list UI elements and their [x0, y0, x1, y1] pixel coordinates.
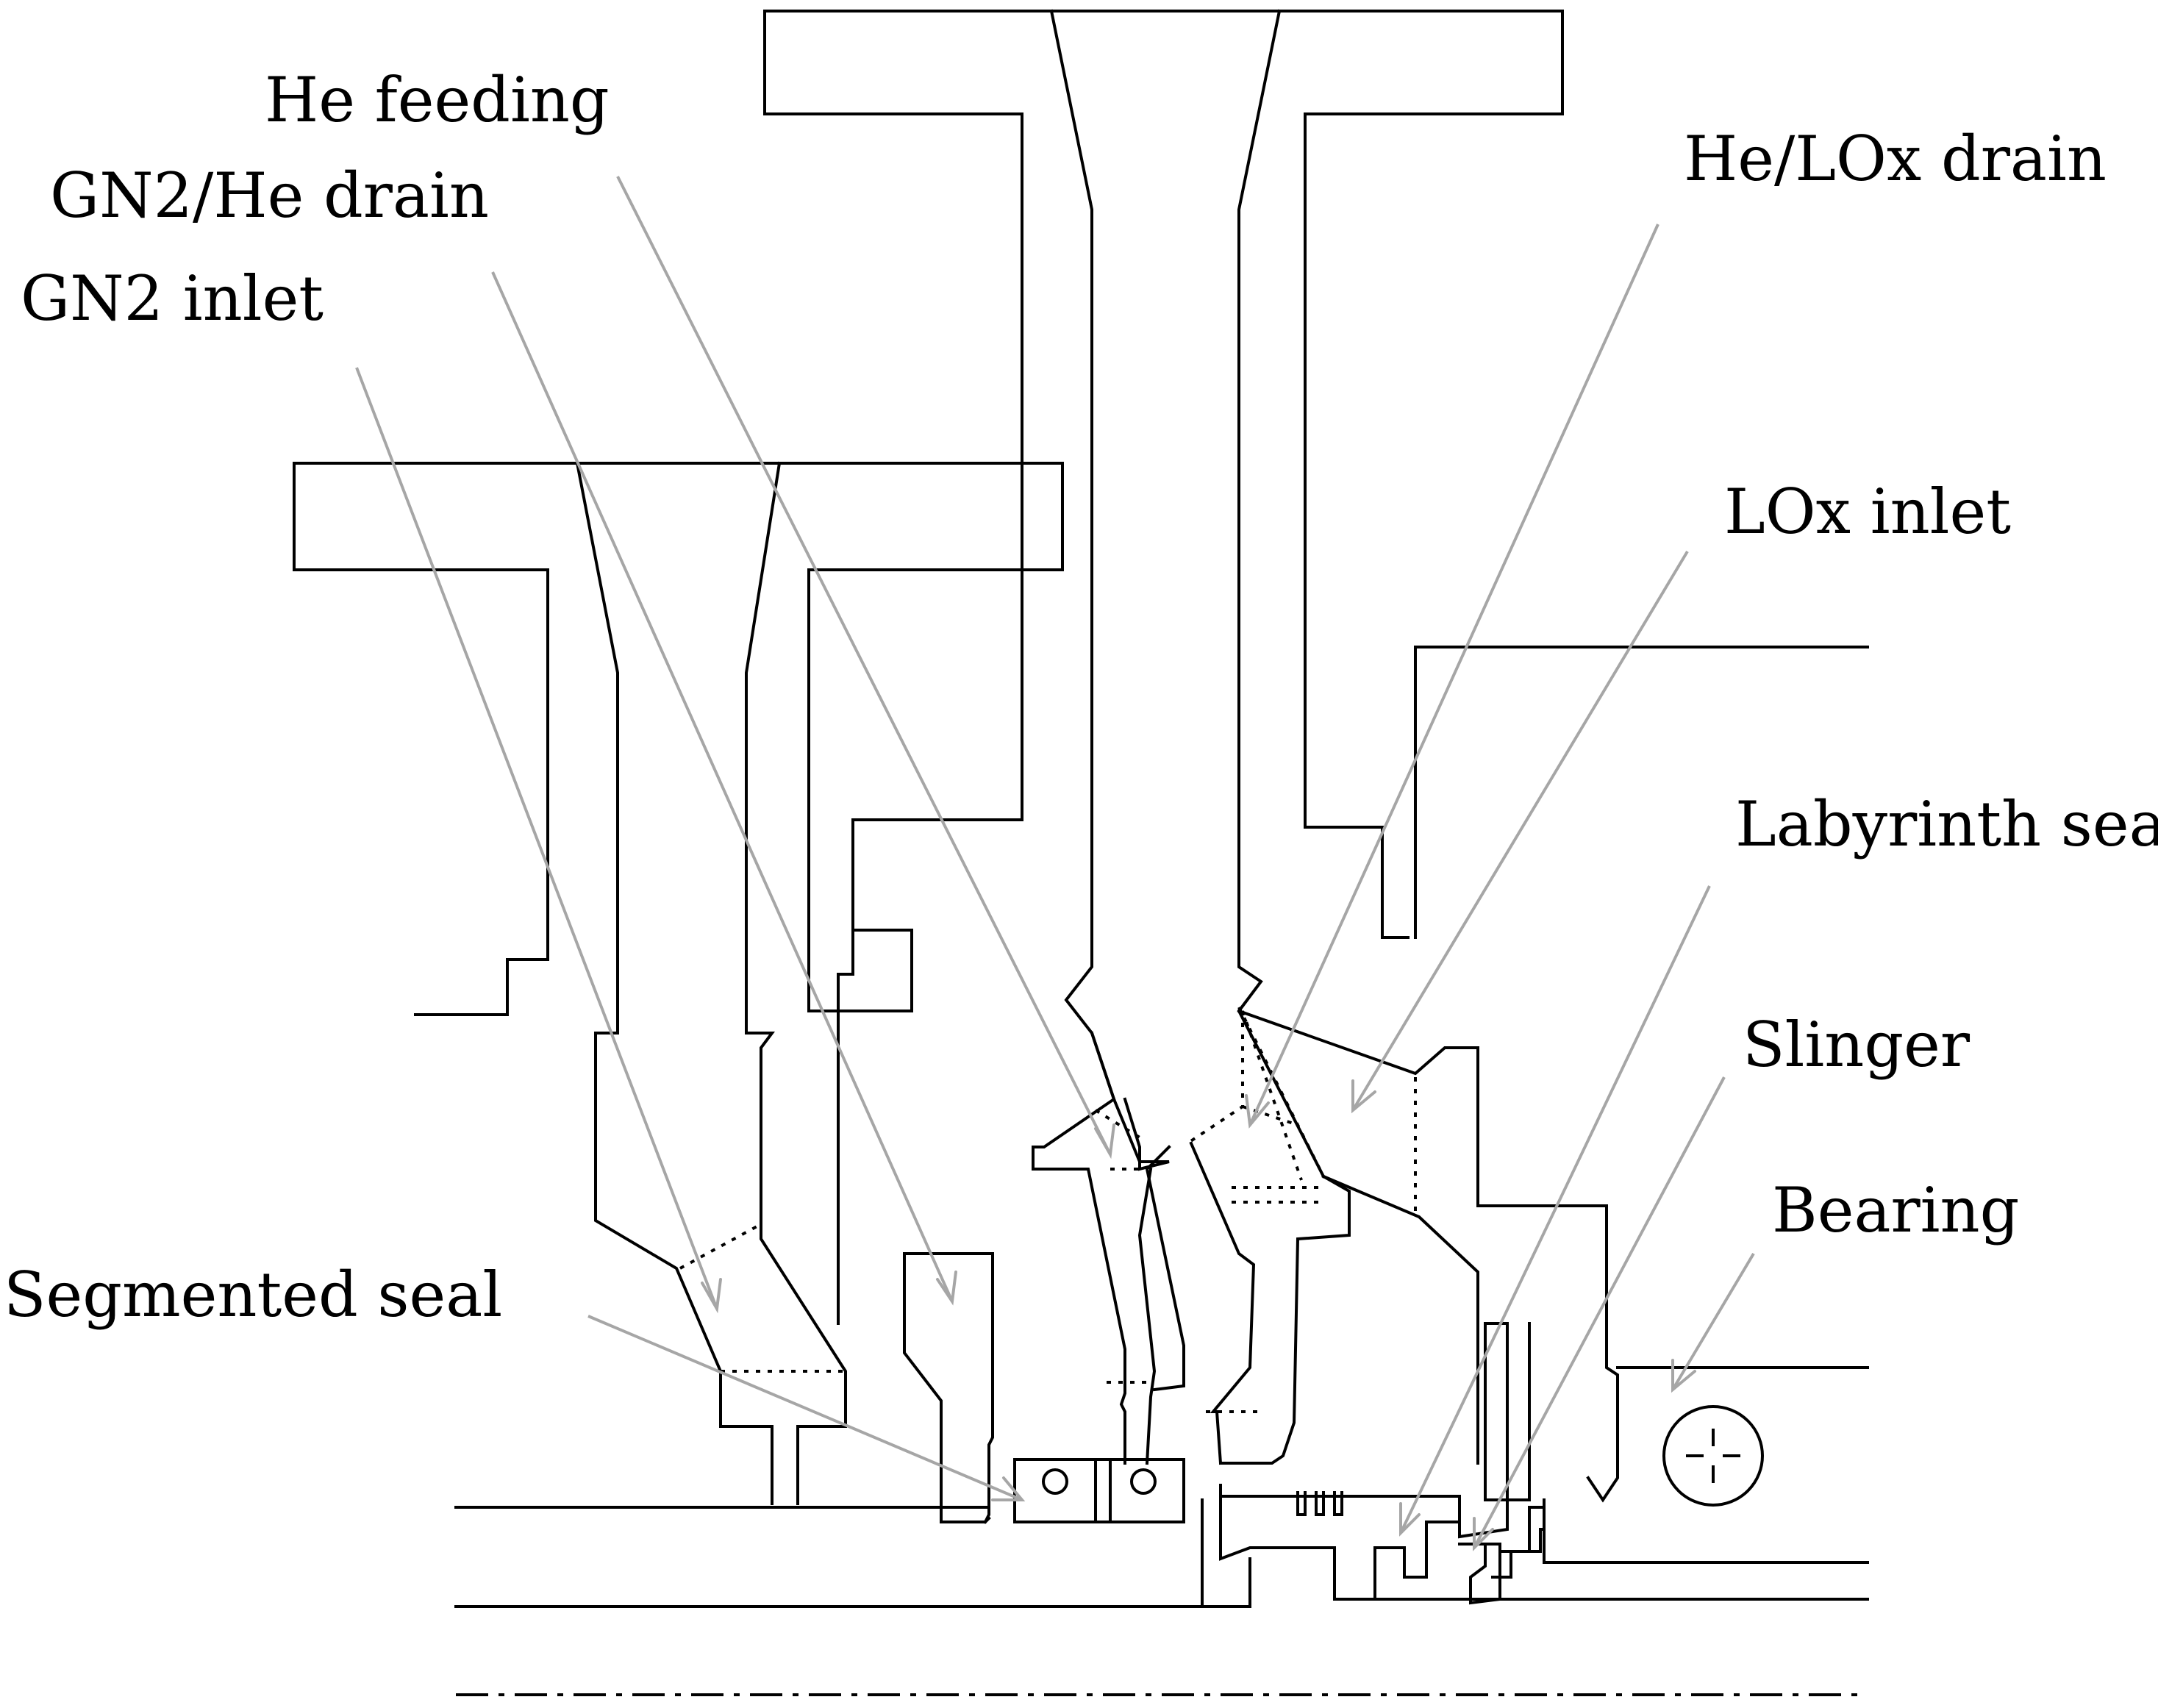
- dotted-cavity-lines: [679, 1007, 1417, 1413]
- leader-slinger: [1473, 1076, 1726, 1548]
- bearing-symbol: [1662, 1405, 1764, 1507]
- label-he-feeding: He feeding: [265, 64, 610, 136]
- label-labyrinth-seal: Labyrinth seal: [1735, 788, 2158, 860]
- upper-right-housing: [1237, 646, 1869, 1503]
- leader-bearing: [1671, 1252, 1755, 1391]
- segmented-seal-block: [1013, 1458, 1185, 1523]
- label-slinger: Slinger: [1743, 1009, 1971, 1081]
- labels: He feeding GN2/He drain GN2 inlet He/LOx…: [4, 64, 2158, 1331]
- leader-he-lox-drain: [1248, 224, 1659, 1126]
- label-gn2-inlet: GN2 inlet: [21, 262, 324, 335]
- label-he-lox-drain: He/LOx drain: [1684, 123, 2107, 195]
- leader-gn2-inlet: [355, 367, 718, 1309]
- right-port-block: [763, 9, 1564, 1325]
- label-bearing: Bearing: [1772, 1174, 2019, 1246]
- leader-labyrinth-seal: [1399, 885, 1711, 1534]
- leader-lines: [355, 176, 1755, 1551]
- leader-he-feeding: [616, 176, 1112, 1155]
- left-port-block: [293, 461, 1064, 1523]
- shaft: [454, 1491, 1869, 1608]
- leader-lox-inlet: [1351, 550, 1689, 1112]
- leader-gn2-he-drain: [491, 271, 954, 1302]
- label-gn2-he-drain: GN2/He drain: [50, 160, 489, 232]
- leader-segmented-seal: [587, 1315, 1023, 1501]
- label-lox-inlet: LOx inlet: [1724, 476, 2011, 548]
- label-segmented-seal: Segmented seal: [4, 1259, 502, 1331]
